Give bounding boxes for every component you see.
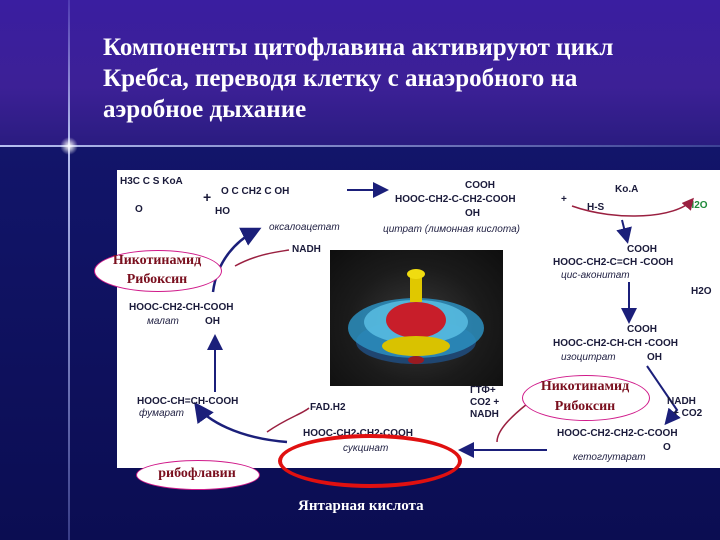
co2-right: + CO2 [673, 408, 703, 419]
nadh-top: NADH [292, 244, 321, 255]
isocitrate-formula: HOOC-CH2-CH-CH -COOH [553, 338, 678, 349]
succinate-highlight-oval [278, 434, 462, 488]
citrate-formula: HOOC-CH2-C-CH2-COOH [395, 194, 516, 205]
arrow-nadh-top [235, 250, 289, 266]
title-line-1: Компоненты цитофлавина активируют цикл [103, 32, 703, 63]
decorative-vertical-line [68, 0, 70, 540]
malate-name: малат [147, 316, 179, 327]
fumarate-formula: HOOC-CH=CH-COOH [137, 396, 238, 407]
isocitrate-oh: OH [647, 352, 662, 363]
slide-title: Компоненты цитофлавина активируют цикл К… [103, 32, 703, 125]
nadh-bottom: NADH [470, 409, 499, 420]
isocitrate-name: изоцитрат [561, 352, 616, 363]
nicotinamide-left: Никотинамид [94, 251, 220, 270]
cis-aconitate-name: цис-аконитат [561, 270, 630, 281]
malate-formula: HOOC-CH2-CH-COOH [129, 302, 233, 313]
ketoglutarate-o: O [663, 442, 671, 453]
cis-aconitate-cooh: COOH [627, 244, 657, 255]
cis-aconitate-formula: HOOC-CH2-C=CH -COOH [553, 257, 673, 268]
nadh-right: NADH [667, 396, 696, 407]
citrate-oh: OH [465, 208, 480, 219]
isocitrate-cooh: COOH [627, 324, 657, 335]
spinning-top-svg [330, 250, 503, 386]
arrow-to-fumarate [197, 406, 287, 442]
oxaloacetate-name: оксалоацетат [269, 222, 340, 233]
riboxin-left: Рибоксин [94, 270, 220, 289]
ketoglutarate-name: кетоглутарат [573, 452, 646, 463]
fadh2-label: FAD.H2 [310, 402, 346, 413]
fumarate-name: фумарат [139, 407, 184, 419]
title-line-2: Кребса, переводя клетку с анаэробного на [103, 63, 703, 94]
nicotinamide-riboxin-label-right: Никотинамид Рибоксин [522, 377, 648, 417]
plus-sign-1: + [203, 189, 211, 205]
acetyl-coa-oxygen: O [135, 204, 143, 215]
koa-label: Ko.A [615, 184, 638, 195]
slide-caption: Янтарная кислота [298, 498, 424, 515]
decorative-horizontal-line [0, 145, 720, 147]
title-line-3: аэробное дыхание [103, 94, 703, 125]
nicotinamide-riboxin-label-left: Никотинамид Рибоксин [94, 251, 220, 289]
arrow-to-cis-aconitate [622, 220, 627, 240]
co2-left: CO2 + [470, 397, 499, 408]
riboflavin-label: рибофлавин [136, 465, 258, 483]
malate-oh: OH [205, 316, 220, 327]
acetyl-coa-formula: H3C C S KoA [120, 176, 183, 187]
citrate-cooh: COOH [465, 180, 495, 191]
citrate-name: цитрат (лимонная кислота) [383, 224, 520, 235]
decorative-sparkle [60, 137, 78, 155]
riboxin-right: Рибоксин [522, 397, 648, 417]
nicotinamide-right: Никотинамид [522, 377, 648, 397]
plus-sign-2: + [561, 194, 567, 205]
spinning-top-image [330, 250, 503, 386]
ketoglutarate-formula: HOOC-CH2-CH2-C-COOH [557, 428, 678, 439]
oxaloacetate-ho: HO [215, 206, 230, 217]
h2o-mid: H2O [691, 286, 712, 297]
oxaloacetate-formula: O C CH2 C OH [221, 186, 289, 197]
gtp-label: ГТФ+ [470, 385, 496, 396]
